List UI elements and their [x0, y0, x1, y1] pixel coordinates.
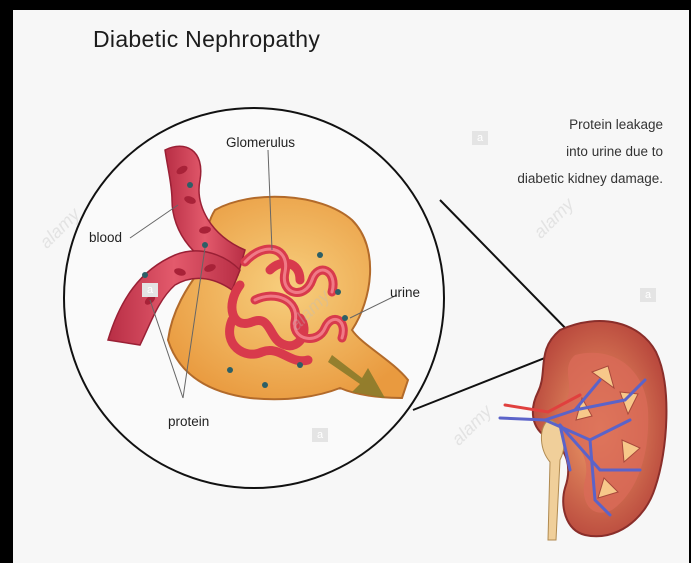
caption-line-2: into urine due to — [517, 138, 663, 165]
watermark-badge: a — [640, 288, 656, 302]
caption: Protein leakage into urine due to diabet… — [517, 111, 663, 192]
watermark-badge: a — [312, 428, 328, 442]
label-glomerulus: Glomerulus — [226, 135, 295, 150]
page-title: Diabetic Nephropathy — [93, 26, 320, 53]
label-protein: protein — [168, 414, 209, 429]
label-urine: urine — [390, 285, 420, 300]
caption-line-3: diabetic kidney damage. — [517, 165, 663, 192]
caption-line-1: Protein leakage — [517, 111, 663, 138]
kidney-illustration — [500, 321, 666, 540]
watermark-badge: a — [142, 283, 158, 297]
watermark-badge: a — [472, 131, 488, 145]
label-blood: blood — [89, 230, 122, 245]
